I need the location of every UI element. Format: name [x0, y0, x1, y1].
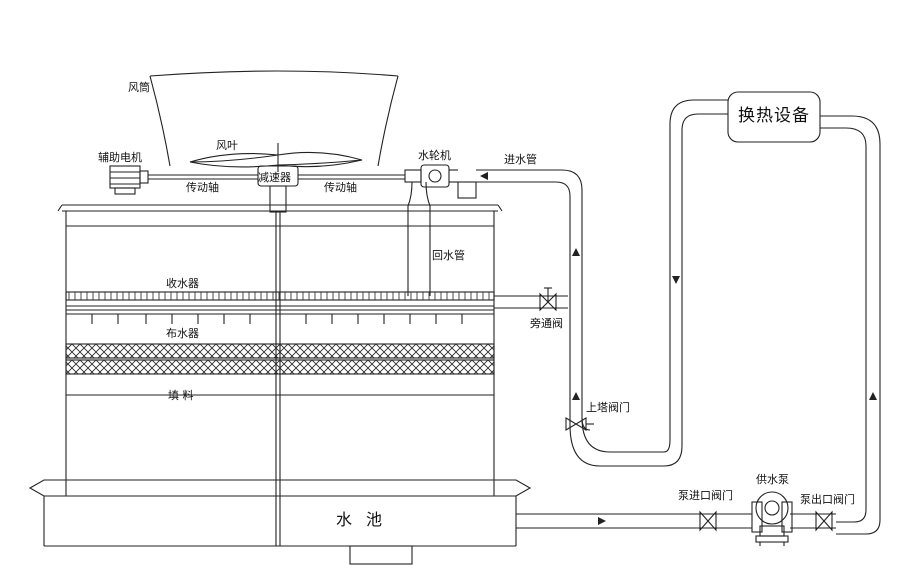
reducer-label: 减速器 — [258, 171, 291, 184]
exchanger-out-pipe — [820, 115, 881, 535]
fan-stack-label: 风筒 — [128, 81, 150, 94]
inlet-pipe-label: 进水管 — [504, 153, 537, 166]
reducer — [257, 165, 299, 213]
heat-exchanger-box — [727, 91, 821, 143]
tower-valve-symbol — [565, 417, 594, 431]
drive-shaft — [148, 174, 405, 180]
aux-motor-label: 辅助电机 — [98, 151, 142, 164]
drive-shaft-right-label: 传动轴 — [324, 181, 357, 194]
fan-blade — [189, 143, 363, 172]
pump-line — [516, 510, 836, 532]
pump-inlet-valve-label: 泵进口阀门 — [678, 489, 733, 502]
heat-exchanger-label: 换热设备 — [738, 106, 810, 126]
bypass-valve-label: 旁通阀 — [530, 317, 563, 330]
water-turbine-label: 水轮机 — [418, 149, 451, 162]
fan-stack — [149, 70, 399, 167]
drive-shaft-left-label: 传动轴 — [186, 181, 219, 194]
pump-outlet-valve-label: 泵出口阀门 — [800, 493, 855, 506]
aux-motor — [109, 165, 149, 195]
tower-valve-label: 上塔阀门 — [586, 401, 630, 414]
basin-label: 水池 — [336, 510, 397, 529]
distributor-label: 布水器 — [166, 327, 199, 340]
bypass-line — [494, 287, 568, 312]
supply-pump — [751, 491, 793, 546]
flow-arrows — [480, 172, 877, 525]
fan-blade-label: 风叶 — [216, 139, 238, 152]
fill — [65, 343, 495, 375]
supply-pump-label: 供水泵 — [756, 473, 789, 486]
basin — [28, 479, 532, 565]
return-pipe-label: 回水管 — [432, 249, 465, 262]
return-pipe — [407, 181, 431, 296]
water-turbine — [404, 164, 477, 199]
distributor — [66, 313, 494, 324]
fill-label: 填 料 — [168, 389, 194, 402]
drift-eliminator-label: 收水器 — [166, 277, 199, 290]
